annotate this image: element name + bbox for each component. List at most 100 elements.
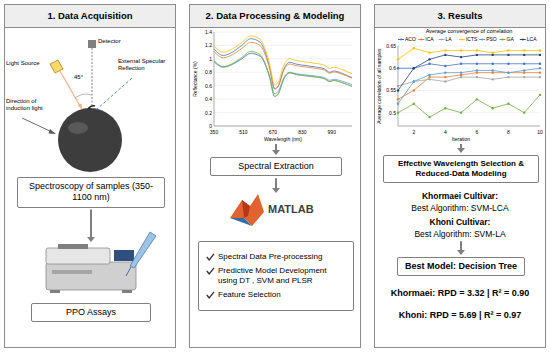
spectrum-curve [214,51,352,96]
legend-sample [441,39,443,41]
result-text: Khoni: RPD = 5.69 | R² = 0.97 [378,310,542,321]
spectrum-curve [214,36,352,85]
figure-label: 1.2 [199,42,212,48]
legend-sample [520,39,526,40]
series-marker [491,71,493,73]
grid-line [398,46,540,47]
label-slot: 830 [292,129,312,135]
sample-apple [58,108,122,172]
figure-label: 670 [263,129,283,135]
series-marker [523,111,525,113]
result-text: Khormaei: RPD = 3.32 | R² = 0.90 [378,288,542,299]
series-line [398,55,540,91]
series-marker [539,94,541,96]
induction-arrow [22,118,52,132]
label-slot: 0.55 [384,87,396,93]
spectrophotometer [46,232,156,293]
series-marker [397,85,399,87]
figure-label: 0.4 [199,96,212,102]
series-marker [460,63,462,65]
label-slot: Direction of induction light [6,98,60,112]
legend-sample [481,39,483,41]
figure-label: 830 [292,129,312,135]
label-slot: 0.4 [199,96,212,102]
process-box: Spectral Extraction [210,157,342,176]
induction-arrow [49,129,57,134]
chart-axis [214,32,352,126]
series-marker [413,67,415,69]
list-item-text: Feature Selection [218,290,347,300]
label-slot: 10 [534,129,546,135]
series-marker [507,71,509,73]
legend-text: LCA [527,36,541,42]
legend-entry: LA [446,36,460,42]
legend-entry: ACO [405,36,419,42]
spectrophotometer [114,250,134,261]
check-mark [206,253,215,261]
specular-reflection [96,78,132,110]
figure-label: 0.8 [199,69,212,75]
series-marker [413,47,415,49]
legend-sample [420,39,422,41]
legend-sample [418,39,424,40]
figure-label: Average convergence of correlation [399,28,539,35]
box-text: Best Model: Decision Tree [402,261,520,272]
grid-line [398,90,540,91]
series-marker [507,49,509,51]
series-marker [539,76,541,78]
box-text: PPO Assays [36,307,146,318]
spectrophotometer [46,262,136,290]
series-marker [428,78,430,80]
light-source [50,60,82,110]
legend-entry: PSO [486,36,500,42]
series-line [398,64,540,68]
grid-line [214,99,352,100]
spectrophotometer [126,267,131,276]
series-marker [476,98,478,100]
series-marker [507,76,509,78]
grid-line [214,45,352,46]
series-marker [444,65,446,67]
legend-entry: LCA [527,36,541,42]
spectrophotometer [130,232,156,268]
list-item: Predictive Model Development using DT , … [205,266,347,286]
figure-label: External Specular Reflection [118,58,174,72]
label-slot: 45° [74,74,90,81]
label-slot: 0 [199,123,212,129]
result-text: MATLAB [268,203,328,216]
series-marker [460,49,462,51]
figure-label: 1 [199,56,212,62]
label-slot: Detector [98,38,138,45]
light-source [78,104,83,111]
figure-label: 990 [322,129,342,135]
figure-label: 0.6 [199,83,212,89]
series-marker [397,98,399,100]
series-marker [539,67,541,69]
series-marker [491,54,493,56]
grid-line [214,58,352,59]
sample-apple [88,106,95,109]
label-slot: 990 [322,129,342,135]
grid-line [398,112,540,113]
list-item: Feature Selection [205,290,347,300]
label-slot: 2 [408,129,420,135]
sample-apple [68,122,88,134]
detector [88,40,96,48]
light-source [50,60,63,73]
series-line [398,77,540,86]
figure-label: Light Source [6,60,50,67]
matlab-logo [230,194,264,226]
series-marker [444,76,446,78]
legend-entry: ICA [425,36,439,42]
series-marker [523,76,525,78]
label-slot: 1.4 [199,29,212,35]
figure-label: 0.65 [384,43,396,49]
label-slot: MATLAB [268,203,328,216]
label-slot: 0.2 [199,110,212,116]
series-marker [507,103,509,105]
series-marker [476,76,478,78]
series-marker [428,74,430,76]
series-marker [444,54,446,56]
spectrophotometer [122,290,132,293]
grid-line [398,68,540,69]
